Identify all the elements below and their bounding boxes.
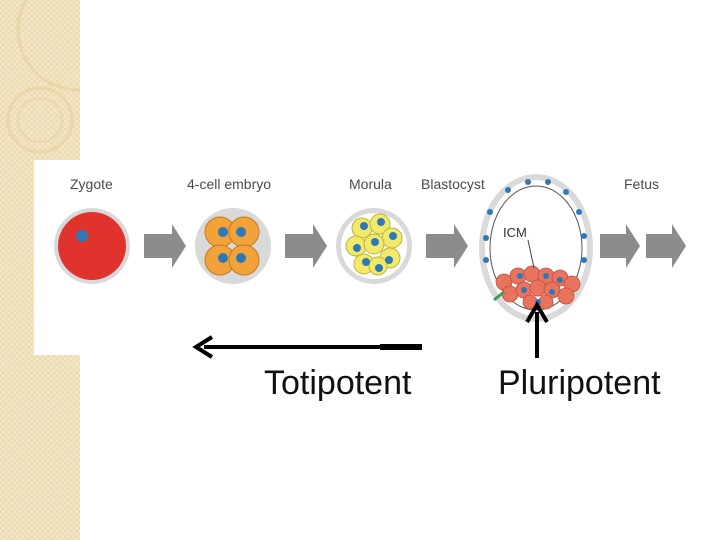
progression-arrow xyxy=(426,224,468,268)
totipotent-label: Totipotent xyxy=(264,364,412,402)
zygote-cell xyxy=(54,208,130,284)
progression-arrow xyxy=(285,224,327,268)
blastocyst-cell xyxy=(479,174,593,322)
stage-label-morula: Morula xyxy=(349,176,392,192)
stage-label-blastocyst: Blastocyst xyxy=(421,176,485,192)
stage-label-zygote: Zygote xyxy=(70,176,113,192)
stage-label-four-cell: 4-cell embryo xyxy=(187,176,272,192)
stage-label-fetus: Fetus xyxy=(624,176,660,192)
decorative-swirl xyxy=(6,0,80,154)
progression-arrow xyxy=(600,224,640,268)
progression-arrow xyxy=(144,224,186,268)
progression-arrow xyxy=(646,224,686,268)
morula-cell xyxy=(336,208,412,284)
pluripotent-label: Pluripotent xyxy=(498,364,661,402)
icm-label: ICM xyxy=(503,225,527,240)
four-cell-embryo xyxy=(195,208,271,284)
